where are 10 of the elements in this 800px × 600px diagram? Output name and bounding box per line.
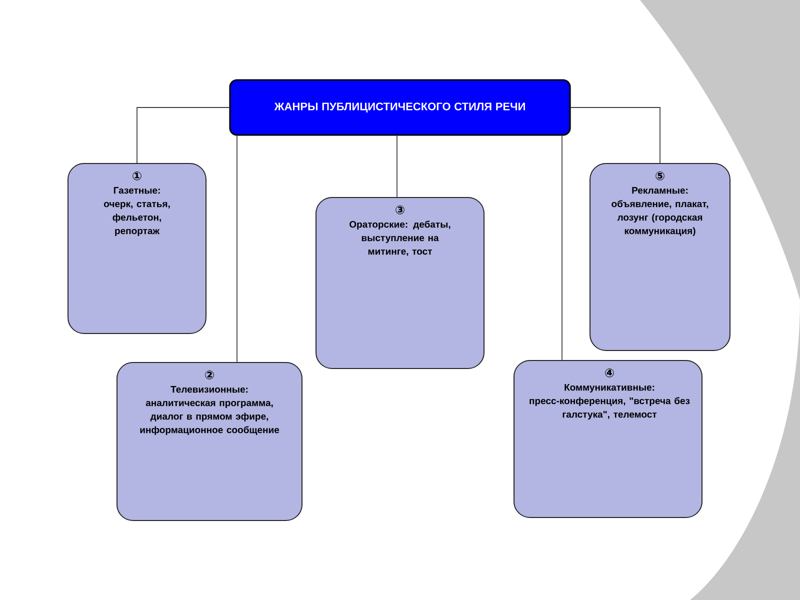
genre-box: ③ Ораторские: дебаты, выступление на митинге, тост: [316, 197, 484, 369]
connector-line: [136, 107, 230, 164]
connector-line: [570, 107, 660, 164]
genre-box: ④ Коммуникативные: пресс-конференция, "встреча без галстука", телемост: [514, 360, 702, 518]
title-box: ЖАНРЫ ПУБЛИЦИСТИЧЕСКОГО СТИЛЯ РЕЧИ: [229, 79, 571, 136]
genre-box: ① Газетные: очерк, статья, фельетон, репортаж: [68, 163, 206, 334]
connector-line: [236, 135, 238, 362]
connector-line: [396, 135, 398, 198]
genre-box: ② Телевизионные: аналитическая программа, диалог в прямом эфире, информационное сообщение: [116, 362, 302, 521]
genre-box: ⑤ Рекламные: объявление, плакат, лозунг (городская коммуникация): [590, 163, 730, 351]
